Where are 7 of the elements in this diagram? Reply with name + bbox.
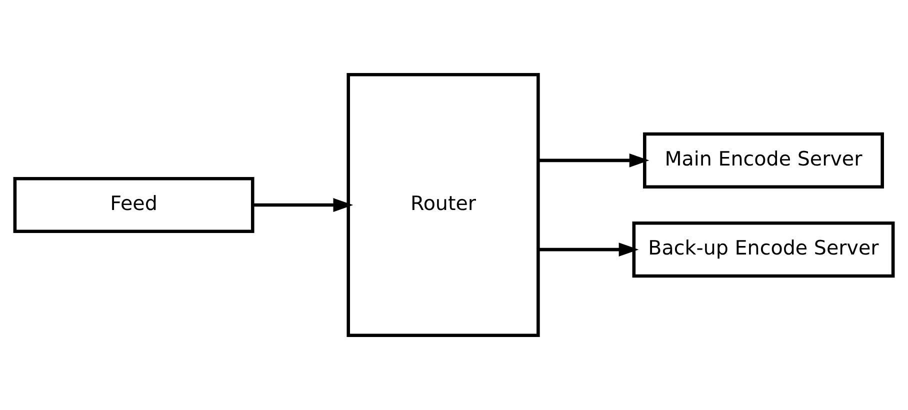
node-box: Back-up Encode Server	[632, 222, 895, 278]
arrow	[253, 198, 354, 212]
arrow	[538, 242, 639, 257]
arrow	[538, 153, 650, 168]
node-box: Feed	[13, 176, 254, 234]
node-box: Main Encode Server	[643, 132, 884, 188]
node-box: Router	[346, 72, 540, 338]
